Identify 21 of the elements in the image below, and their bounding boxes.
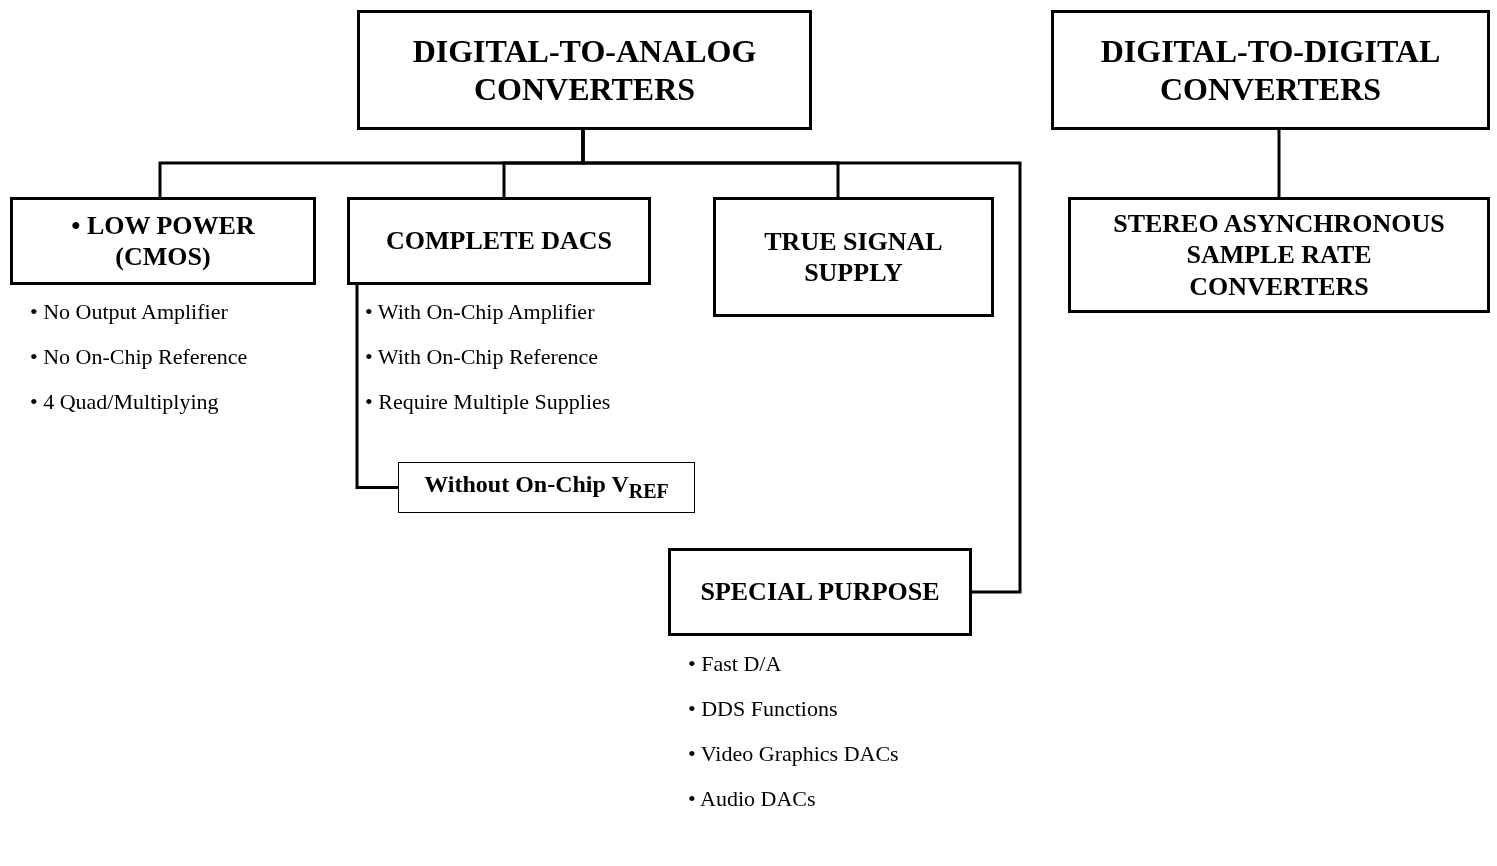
- bullet-item: • No Output Amplifier: [30, 299, 228, 324]
- connector-line: [581, 130, 1022, 594]
- category-box: DIGITAL-TO-DIGITAL CONVERTERS: [1051, 10, 1490, 130]
- bullet-item: • Fast D/A: [688, 651, 782, 676]
- bullet-item: • DDS Functions: [688, 696, 838, 721]
- bullet-item: • With On-Chip Reference: [365, 344, 599, 369]
- category-box: COMPLETE DACS: [347, 197, 651, 285]
- bullet-item: • No On-Chip Reference: [30, 344, 248, 369]
- connector-line: [355, 285, 398, 489]
- bullet-item: • Video Graphics DACs: [688, 741, 899, 766]
- category-box: SPECIAL PURPOSE: [668, 548, 972, 636]
- category-box: DIGITAL-TO-ANALOG CONVERTERS: [357, 10, 812, 130]
- category-box: TRUE SIGNAL SUPPLY: [713, 197, 994, 317]
- category-box: • LOW POWER (CMOS): [10, 197, 316, 285]
- bullet-item: • 4 Quad/Multiplying: [30, 389, 219, 414]
- category-box: STEREO ASYNCHRONOUS SAMPLE RATE CONVERTERS: [1068, 197, 1490, 313]
- bullet-item: • Require Multiple Supplies: [365, 389, 611, 414]
- bullet-item: • With On-Chip Amplifier: [365, 299, 595, 324]
- connector-line: [1277, 130, 1281, 197]
- bullet-item: • Audio DACs: [688, 786, 816, 811]
- category-box: Without On-Chip V$_{REF}$: [398, 462, 695, 513]
